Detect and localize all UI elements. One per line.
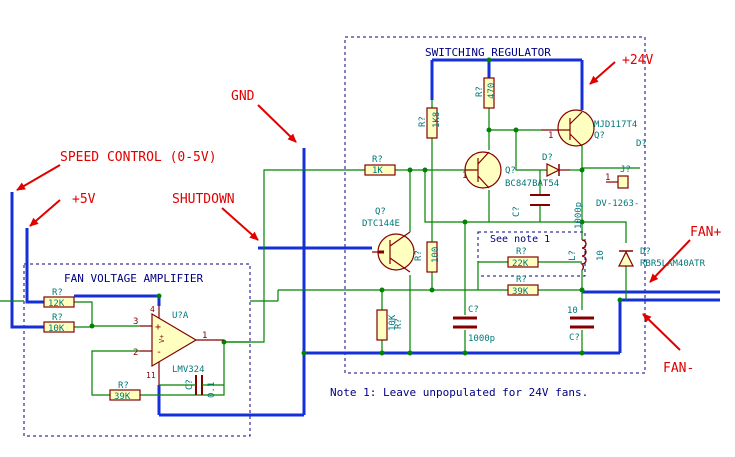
junctions (89, 57, 623, 356)
resistor-10k-vertical-value: 10K (388, 314, 398, 331)
inductor-value: 10 (596, 250, 606, 261)
capacitor-10: 10 C? (567, 306, 594, 343)
capacitor-1000p-bottom-value: 1000p (468, 334, 495, 344)
transistor-mjd117: 1 MJD117T4 Q? D? (541, 109, 647, 149)
opamp-minus: - (156, 347, 162, 358)
opamp-plus: + (155, 322, 161, 333)
diode-tag-d: D? (636, 139, 647, 149)
diode-schottky-ref: D? (640, 247, 651, 257)
resistor-10k-vertical: 10K R? (376, 309, 404, 341)
resistor-470: 470 R? (475, 77, 497, 109)
resistor-10k-input-value: 10K (48, 324, 65, 334)
capacitor-1000p-top-value: 1000p (574, 202, 584, 229)
opamp-lmv324: U?A LMV324 3 2 1 4 11 + - V+ (133, 305, 224, 385)
resistor-1k8-value: 1K8 (432, 112, 442, 128)
label-gnd: GND (231, 89, 255, 104)
transistor-bc847-pin1: 1 (462, 171, 467, 181)
resistor-1k-value: 1K (372, 166, 383, 176)
fan-amplifier-block (23, 263, 251, 437)
resistor-1k-ref: R? (372, 155, 383, 165)
resistor-22k-ref: R? (516, 247, 527, 257)
fan-amplifier-title: FAN VOLTAGE AMPLIFIER (64, 272, 203, 285)
transistor-mjd117-ref: Q? (594, 131, 605, 141)
resistor-39k-value: 39K (512, 287, 529, 297)
label-shutdown: SHUTDOWN (172, 192, 235, 207)
annotation-labels: SPEED CONTROL (0-5V) +5V GND SHUTDOWN +2… (60, 53, 721, 376)
resistor-10k-input-ref: R? (52, 313, 63, 323)
connector-j: J? 1 (605, 165, 631, 189)
capacitor-1000p-bottom: C? 1000p (453, 305, 495, 344)
capacitor-1000p-bottom-ref: C? (468, 305, 479, 315)
note-1-text: Note 1: Leave unpopulated for 24V fans. (330, 386, 588, 399)
resistor-100-value: 100 (431, 247, 441, 263)
diode-schottky: D? RBR5LAM40ATR (618, 247, 706, 269)
resistor-1k8-ref: R? (418, 116, 428, 127)
inductor: DV-1263- L? 10 (568, 199, 639, 271)
capacitor-10-value: 10 (567, 306, 578, 316)
resistor-100: 100 R? (414, 241, 441, 273)
diode-schottky-value: RBR5LAM40ATR (640, 259, 706, 269)
capacitor-0-1-value: 0.1 (207, 382, 217, 398)
capacitor-10-ref: C? (569, 333, 580, 343)
resistor-470-ref: R? (475, 86, 485, 97)
transistor-dtc144e: Q? DTC144E (362, 207, 415, 273)
opamp-ref: U?A (172, 311, 189, 321)
diode-small: D? (542, 153, 570, 177)
capacitor-0-1-ref: C? (185, 379, 195, 390)
resistor-39k: R? 39K (507, 275, 539, 297)
connector-j-pin1: 1 (605, 173, 610, 183)
annotation-arrows (16, 61, 691, 351)
resistor-12k-value: 12K (48, 299, 65, 309)
transistor-dtc144e-ref: Q? (375, 207, 386, 217)
connector-j-ref: J? (620, 165, 631, 175)
label-5v: +5V (72, 192, 96, 207)
opamp-pin1: 1 (202, 331, 207, 341)
resistor-1k8: 1K8 R? (418, 107, 442, 139)
label-fan-plus: FAN+ (690, 225, 721, 240)
resistor-470-value: 470 (487, 83, 497, 99)
inductor-ref: L? (568, 250, 578, 261)
resistor-39k-feedback-ref: R? (118, 381, 129, 391)
transistor-bc847: 1 Q? BC847BAT54 (462, 151, 559, 189)
resistor-39k-feedback-value: 39K (114, 392, 131, 402)
resistor-10k-vertical-ref: R? (394, 318, 404, 329)
transistor-bc847-value: BC847BAT54 (505, 179, 559, 189)
opamp-pin2: 2 (133, 348, 138, 358)
switching-regulator-title: SWITCHING REGULATOR (425, 46, 551, 59)
label-24v: +24V (622, 53, 653, 68)
capacitor-0-1: C? 0.1 (159, 375, 224, 398)
opamp-value: LMV324 (172, 365, 205, 375)
resistor-39k-ref: R? (516, 275, 527, 285)
opamp-pin3: 3 (133, 317, 138, 327)
capacitor-1000p-top: C? 1000p (512, 194, 584, 229)
see-note-text: See note 1 (490, 234, 550, 245)
resistor-39k-feedback: R? 39K (109, 381, 141, 402)
label-fan-minus: FAN- (663, 361, 694, 376)
opamp-pin11: 11 (146, 371, 156, 380)
resistor-22k-value: 22K (512, 259, 529, 269)
switching-regulator-block (344, 36, 646, 374)
resistor-1k: R? 1K (364, 155, 396, 176)
diode-small-ref: D? (542, 153, 553, 163)
transistor-mjd117-value: MJD117T4 (594, 120, 637, 130)
resistor-12k: R? 12K (43, 288, 75, 309)
capacitor-1000p-top-ref: C? (512, 206, 522, 217)
transistor-bc847-ref: Q? (505, 166, 516, 176)
label-speed-control: SPEED CONTROL (0-5V) (60, 150, 217, 165)
transistor-dtc144e-value: DTC144E (362, 219, 400, 229)
resistor-100-ref: R? (414, 250, 424, 261)
opamp-vplus: V+ (158, 335, 166, 343)
resistor-22k: R? 22K (507, 247, 539, 269)
resistor-12k-ref: R? (52, 288, 63, 298)
transistor-mjd117-pin1: 1 (548, 131, 553, 141)
opamp-pin4: 4 (150, 305, 155, 314)
power-buses (10, 58, 720, 417)
inductor-part: DV-1263- (596, 199, 639, 209)
resistor-10k-input: R? 10K (43, 313, 75, 334)
